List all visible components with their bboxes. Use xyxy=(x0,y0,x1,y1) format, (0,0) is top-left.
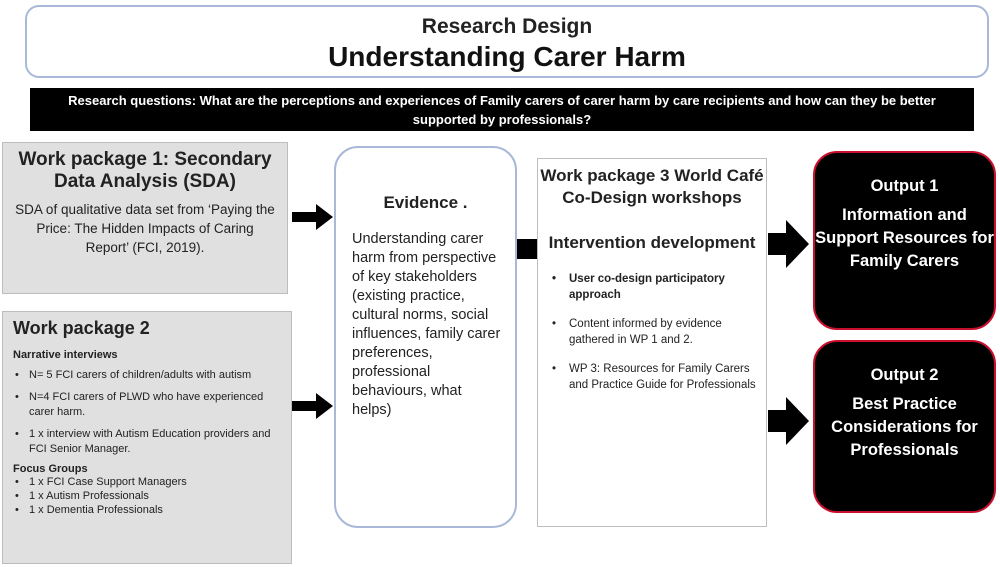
evidence-body: Understanding carer harm from perspectiv… xyxy=(352,231,501,418)
output-2-title: Output 2 xyxy=(870,366,939,384)
narrative-interviews-list: N= 5 FCI carers of children/adults with … xyxy=(3,368,291,457)
list-item: Content informed by evidence gathered in… xyxy=(552,316,758,348)
research-question-bar: Research questions: What are the percept… xyxy=(30,88,974,131)
work-package-3-list: User co-design participatory approach Co… xyxy=(538,271,766,393)
work-package-1-description: SDA of qualitative data set from ‘Paying… xyxy=(15,202,275,255)
list-item: 1 x Dementia Professionals xyxy=(15,503,291,517)
list-item: N= 5 FCI carers of children/adults with … xyxy=(15,368,291,383)
arrow-right-icon xyxy=(768,397,809,445)
work-package-2-box: Work package 2 Narrative interviews N= 5… xyxy=(2,311,292,564)
work-package-2-title: Work package 2 xyxy=(13,318,150,338)
narrative-interviews-heading: Narrative interviews xyxy=(13,349,118,361)
list-item: 1 x interview with Autism Education prov… xyxy=(15,427,291,457)
focus-groups-list: 1 x FCI Case Support Managers 1 x Autism… xyxy=(3,475,291,517)
output-1-title: Output 1 xyxy=(870,177,939,195)
output-2-body: Best Practice Considerations for Profess… xyxy=(831,395,978,459)
focus-groups-heading: Focus Groups xyxy=(13,463,88,475)
list-item: User co-design participatory approach xyxy=(552,271,758,303)
work-package-1-box: Work package 1: Secondary Data Analysis … xyxy=(2,142,288,294)
list-item: 1 x FCI Case Support Managers xyxy=(15,475,291,489)
arrow-right-icon xyxy=(292,393,333,419)
intervention-development-heading: Intervention development xyxy=(548,233,756,252)
diagram-subtitle: Research Design xyxy=(421,15,593,38)
list-item: 1 x Autism Professionals xyxy=(15,489,291,503)
evidence-title: Evidence . xyxy=(383,193,468,212)
list-item: WP 3: Resources for Family Carers and Pr… xyxy=(552,361,758,393)
title-box: Research Design Understanding Carer Harm xyxy=(25,5,989,78)
list-item: N=4 FCI carers of PLWD who have experien… xyxy=(15,390,291,420)
work-package-3-box: Work package 3 World Café Co-Design work… xyxy=(537,158,767,527)
arrow-right-icon xyxy=(292,204,333,230)
output-1-box: Output 1 Information and Support Resourc… xyxy=(813,151,996,330)
output-2-box: Output 2 Best Practice Considerations fo… xyxy=(813,340,996,513)
work-package-3-title: Work package 3 World Café Co-Design work… xyxy=(540,166,764,207)
evidence-box: Evidence . Understanding carer harm from… xyxy=(334,146,517,528)
diagram-title: Understanding Carer Harm xyxy=(328,41,686,72)
output-1-body: Information and Support Resources for Fa… xyxy=(815,206,994,270)
arrow-right-icon xyxy=(768,220,809,268)
work-package-1-title: Work package 1: Secondary Data Analysis … xyxy=(18,149,272,192)
